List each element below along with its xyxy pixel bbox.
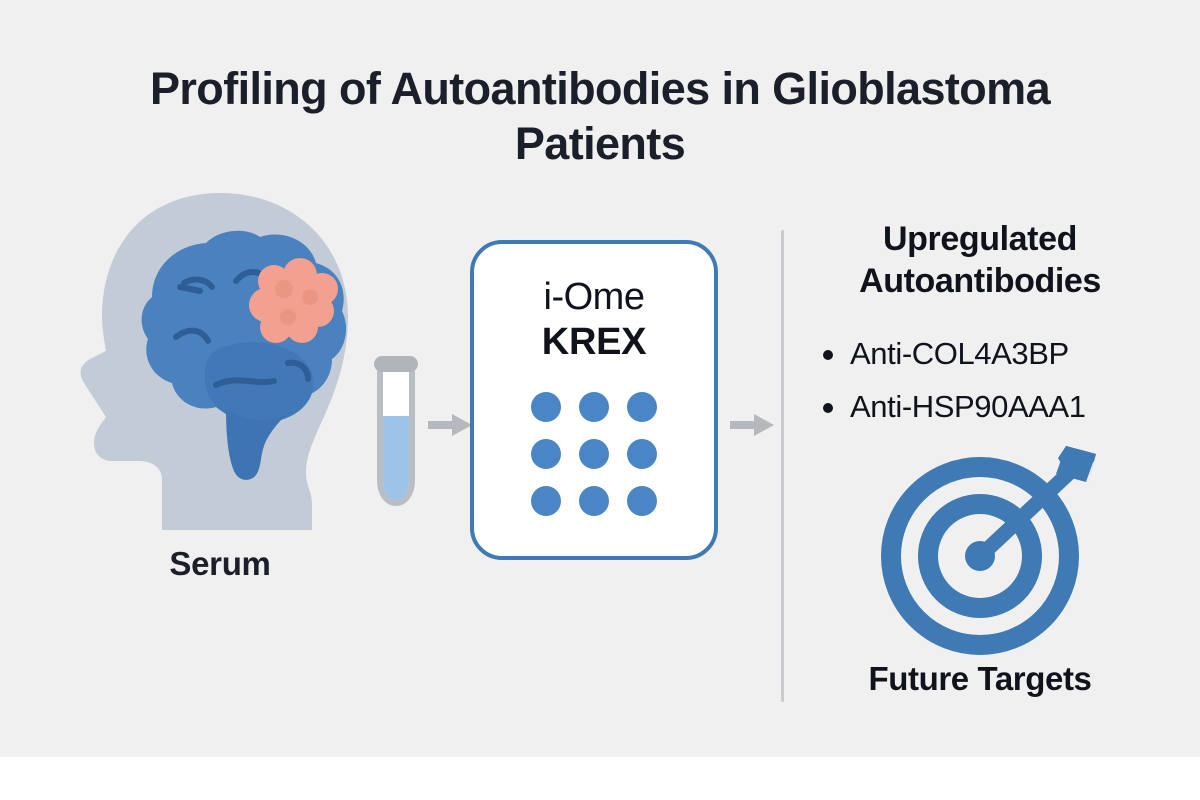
test-tube-icon: [368, 350, 424, 510]
array-dot: [531, 392, 561, 422]
assay-panel[interactable]: i-Ome KREX: [470, 240, 718, 560]
array-dot: [579, 486, 609, 516]
results-heading: Upregulated Autoantibodies: [859, 220, 1101, 301]
assay-name-line-2: KREX: [541, 321, 647, 363]
future-targets-label: Future Targets: [868, 660, 1092, 697]
antibody-list: Anti-COL4A3BP Anti-HSP90AAA1: [816, 328, 1166, 433]
arrow-right-icon: [730, 412, 774, 438]
array-dot: [531, 439, 561, 469]
list-item: Anti-COL4A3BP: [816, 328, 1166, 381]
microarray-dot-grid-icon: [531, 392, 657, 516]
head-silhouette-icon: [60, 185, 380, 530]
array-dot: [579, 439, 609, 469]
array-dot: [627, 392, 657, 422]
list-item: Anti-HSP90AAA1: [816, 381, 1166, 434]
section-divider: [781, 230, 784, 702]
array-dot: [531, 486, 561, 516]
assay-name-line-1: i-Ome: [543, 276, 645, 318]
array-dot: [627, 486, 657, 516]
arrow-right-icon: [428, 412, 472, 438]
serum-label: Serum: [169, 545, 271, 582]
array-dot: [579, 392, 609, 422]
target-bullseye-arrow-icon: [880, 440, 1104, 656]
page-title: Profiling of Autoantibodies in Glioblast…: [149, 63, 1051, 169]
tumor-icon: [249, 258, 338, 343]
array-dot: [627, 439, 657, 469]
